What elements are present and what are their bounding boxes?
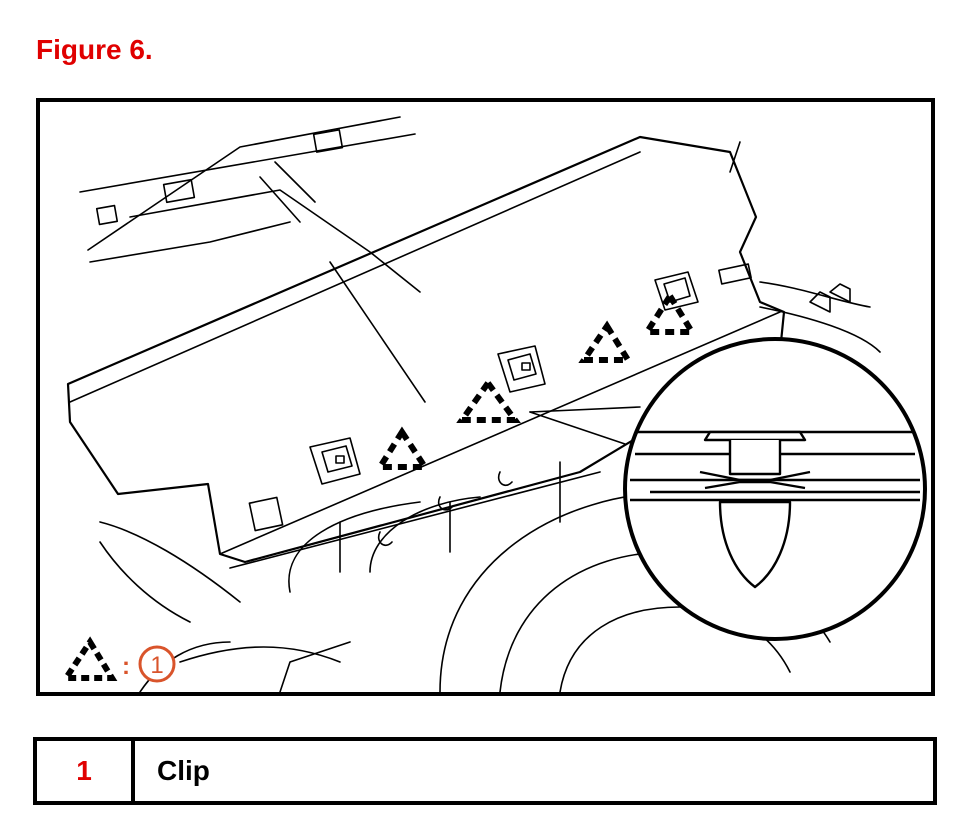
panel-slot bbox=[312, 129, 344, 153]
callout-leader bbox=[529, 406, 641, 413]
clip-location-marker bbox=[456, 377, 521, 423]
clip-shaft bbox=[728, 440, 782, 476]
background-dash-line bbox=[79, 133, 416, 193]
diagram-frame: : 1 bbox=[36, 98, 935, 696]
clip-housing bbox=[654, 271, 699, 311]
panel-slot bbox=[95, 204, 119, 226]
clip-head bbox=[703, 430, 807, 442]
legend-row-label: Clip bbox=[157, 755, 210, 786]
clip-location-illustration: : 1 bbox=[60, 116, 927, 692]
clip-housing bbox=[497, 345, 546, 393]
callout-number-circle bbox=[138, 645, 176, 683]
clip-location-marker bbox=[578, 320, 634, 363]
legend-marker-triangle bbox=[60, 636, 118, 681]
panel-slot bbox=[162, 178, 196, 204]
panel-slot bbox=[248, 496, 284, 532]
clip-body bbox=[718, 500, 792, 589]
clip-location-marker bbox=[641, 290, 698, 335]
magnified-clip-detail bbox=[623, 337, 927, 641]
clip-location-marker bbox=[374, 426, 431, 470]
legend-marker-separator: : bbox=[122, 653, 130, 680]
panel-slot bbox=[718, 263, 752, 285]
figure-title: Figure 6. bbox=[36, 34, 153, 65]
legend-table: 1 Clip bbox=[33, 737, 937, 805]
legend-row-number: 1 bbox=[37, 741, 135, 801]
clip-housing bbox=[309, 437, 361, 485]
callout-number: 1 bbox=[150, 652, 163, 679]
magnifier-circle bbox=[623, 337, 927, 641]
callout-leader bbox=[529, 411, 626, 445]
background-dash-line bbox=[87, 116, 401, 251]
